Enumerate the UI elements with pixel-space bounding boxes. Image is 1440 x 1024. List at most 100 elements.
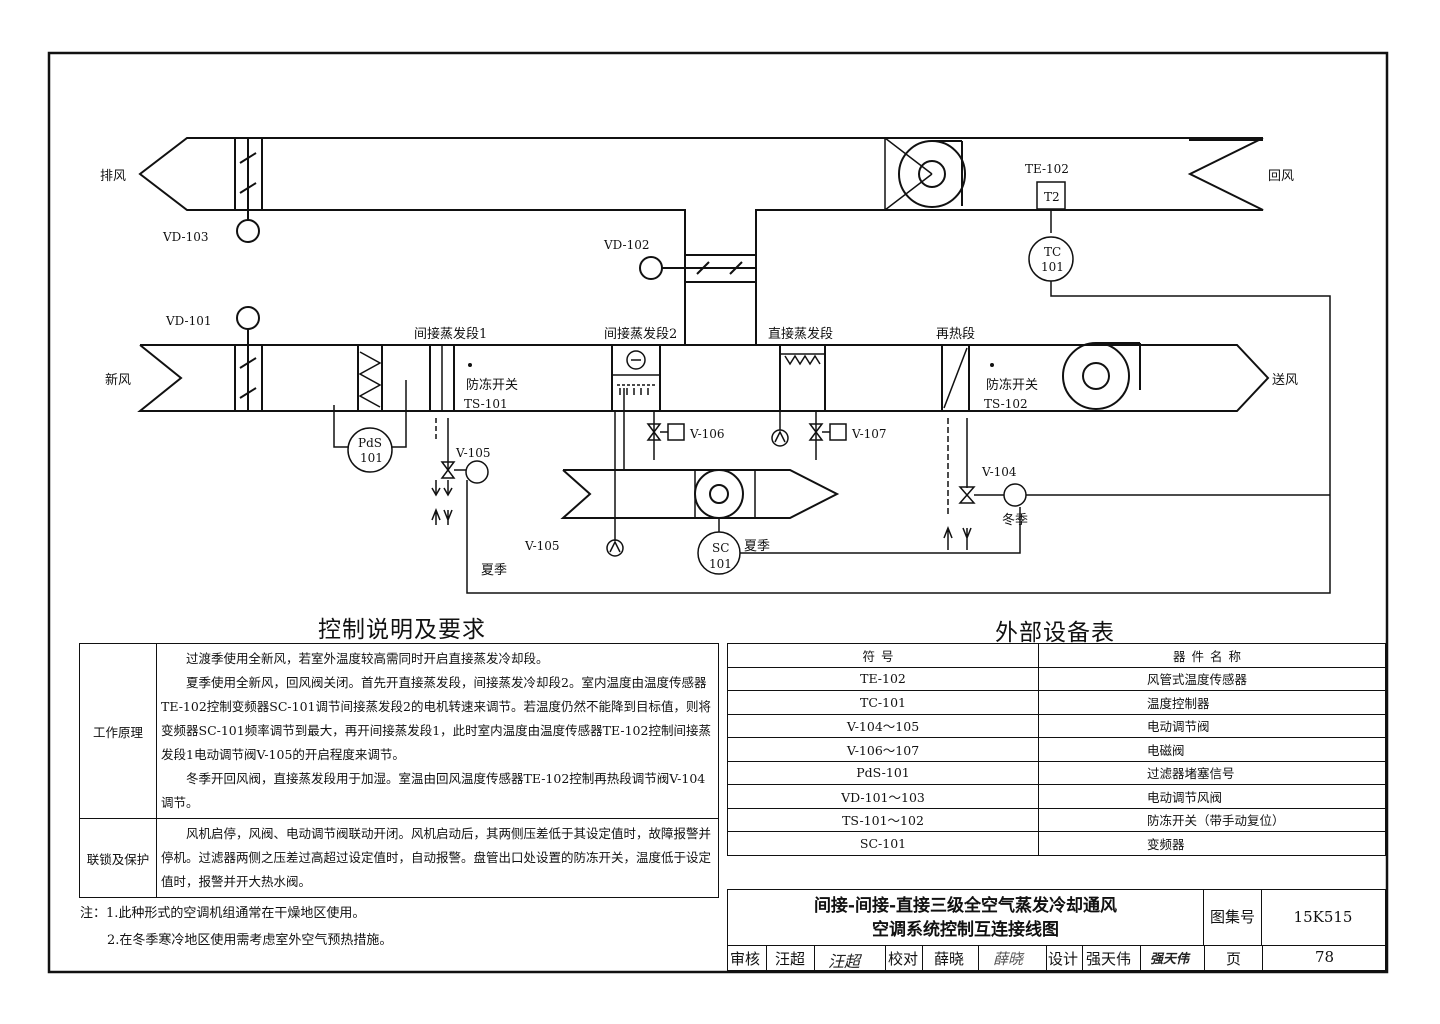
label-indirect-1: 间接蒸发段1	[414, 326, 487, 342]
drawing-title-line: 间接-间接-直接三级全空气蒸发冷却通风	[813, 896, 1118, 916]
label-pds-num: 101	[360, 451, 383, 465]
control-row-label: 工作原理	[79, 643, 157, 819]
equipment-symbol: TC-101	[727, 690, 1039, 715]
drawing-title-line: 空调系统控制互连接线图	[872, 920, 1059, 940]
label-vd102: VD-102	[603, 238, 649, 252]
label-ts102: TS-102	[984, 397, 1028, 411]
label-return: 回风	[1268, 169, 1294, 184]
designer-name: 强天伟	[1086, 950, 1132, 968]
label-supply: 送风	[1272, 373, 1298, 388]
label-vd103: VD-103	[162, 230, 208, 244]
equipment-symbol: SC-101	[727, 831, 1039, 856]
equipment-header-row: 符号 器件名称	[727, 643, 1386, 668]
check-label: 校对	[888, 950, 919, 968]
control-paragraph: 冬季开回风阀，直接蒸发段用于加湿。室温由回风温度传感器TE-102控制再热段调节…	[161, 771, 706, 810]
atlas-number: 15K515	[1293, 908, 1353, 926]
label-v106: V-106	[689, 427, 725, 441]
label-ts101: TS-101	[464, 397, 508, 411]
note-line: 2.在冬季寒冷地区使用需考虑室外空气预热措施。	[107, 933, 393, 948]
control-table: 工作原理 过渡季使用全新风，若室外温度较高需同时开启直接蒸发冷却段。 夏季使用全…	[79, 643, 719, 898]
equipment-name: 防冻开关（带手动复位）	[1038, 807, 1386, 832]
equipment-name: 电动调节阀	[1038, 713, 1386, 738]
equipment-name: 温度控制器	[1038, 690, 1386, 715]
page-number: 78	[1315, 948, 1335, 966]
te102-sensor	[466, 181, 1331, 594]
label-v105: V-105	[455, 446, 491, 460]
reviewer-signature: 汪超	[828, 952, 861, 971]
label-tc: TC	[1044, 245, 1061, 259]
label-tc-num: 101	[1041, 260, 1064, 274]
equipment-symbol: PdS-101	[727, 760, 1039, 785]
pds101	[333, 380, 407, 473]
label-v107: V-107	[851, 427, 887, 441]
indirect-section-1	[429, 344, 489, 525]
control-paragraph: 过渡季使用全新风，若室外温度较高需同时开启直接蒸发冷却段。	[186, 651, 549, 666]
label-vd101: VD-101	[165, 314, 211, 328]
control-row: 联锁及保护 风机启停，风阀、电动调节阀联动开闭。风机启动后，其两侧压差低于其设定…	[79, 818, 719, 898]
note-line: 注：1.此种形式的空调机组通常在干燥地区使用。	[80, 906, 366, 921]
control-row: 工作原理 过渡季使用全新风，若室外温度较高需同时开启直接蒸发冷却段。 夏季使用全…	[79, 643, 719, 819]
control-paragraph: 风机启停，风阀、电动调节阀联动开闭。风机启动后，其两侧压差低于其设定值时，故障报…	[161, 826, 712, 889]
control-row-body: 过渡季使用全新风，若室外温度较高需同时开启直接蒸发冷却段。 夏季使用全新风，回风…	[156, 643, 719, 819]
label-t2: T2	[1044, 190, 1060, 204]
label-sc-num: 101	[709, 557, 732, 571]
control-row-body: 风机启停，风阀、电动调节阀联动开闭。风机启动后，其两侧压差低于其设定值时，故障报…	[156, 818, 719, 898]
equipment-header-symbol: 符号	[727, 643, 1039, 668]
label-fresh: 新风	[105, 372, 131, 388]
equipment-name: 过滤器堵塞信号	[1038, 760, 1386, 785]
signature-row: 审核 汪超 汪超 校对 薛晓 薛晓 设计 强天伟 强天伟 页 78	[728, 945, 1385, 972]
control-paragraph: 夏季使用全新风，回风阀关闭。首先开直接蒸发段，间接蒸发冷却段2。室内温度由温度传…	[161, 675, 711, 762]
design-label: 设计	[1048, 950, 1079, 968]
review-label: 审核	[730, 950, 761, 968]
sheet-frame	[47, 51, 1389, 974]
label-v104: V-104	[981, 465, 1017, 479]
label-indirect-2: 间接蒸发段2	[604, 326, 677, 342]
reheat-section	[941, 344, 1330, 550]
equipment-symbol: V-104～105	[727, 713, 1039, 738]
equipment-name: 电磁阀	[1038, 737, 1386, 762]
atlas-label: 图集号	[1204, 890, 1262, 945]
equipment-symbol: TS-101～102	[727, 807, 1039, 832]
label-summer-2: 夏季	[481, 563, 507, 578]
page-label: 页	[1226, 950, 1242, 968]
secondary-air-channel	[560, 469, 1021, 575]
label-winter: 冬季	[1002, 512, 1028, 528]
control-row-label: 联锁及保护	[79, 818, 157, 898]
ts102-dot	[990, 363, 994, 367]
label-summer-1: 夏季	[744, 539, 770, 554]
ts101-dot	[468, 363, 472, 367]
label-antifreeze-2: 防冻开关	[986, 377, 1038, 393]
designer-signature: 强天伟	[1150, 952, 1190, 967]
equipment-name: 电动调节风阀	[1038, 784, 1386, 809]
label-exhaust: 排风	[100, 169, 126, 184]
equipment-symbol: VD-101～103	[727, 784, 1039, 809]
equipment-header-name: 器件名称	[1038, 643, 1386, 668]
indirect-section-2	[606, 344, 685, 557]
upper-duct	[138, 137, 1264, 345]
reviewer-name: 汪超	[775, 950, 806, 968]
checker-name: 薛晓	[934, 950, 965, 968]
equipment-title: 外部设备表	[995, 620, 1115, 646]
title-block: 间接-间接-直接三级全空气蒸发冷却通风 空调系统控制互连接线图 图集号 15K5…	[727, 889, 1386, 972]
equipment-symbol: TE-102	[727, 666, 1039, 691]
equipment-name: 变频器	[1038, 831, 1386, 856]
label-te102: TE-102	[1025, 162, 1069, 176]
notes: 注：1.此种形式的空调机组通常在干燥地区使用。 2.在冬季寒冷地区使用需考虑室外…	[80, 900, 392, 954]
label-antifreeze-1: 防冻开关	[466, 377, 518, 393]
checker-signature: 薛晓	[993, 950, 1024, 968]
direct-section	[771, 344, 847, 460]
equipment-symbol: V-106～107	[727, 737, 1039, 762]
equipment-name: 风管式温度传感器	[1038, 666, 1386, 691]
label-v105-b: V-105	[524, 539, 560, 553]
label-reheat: 再热段	[936, 327, 975, 342]
